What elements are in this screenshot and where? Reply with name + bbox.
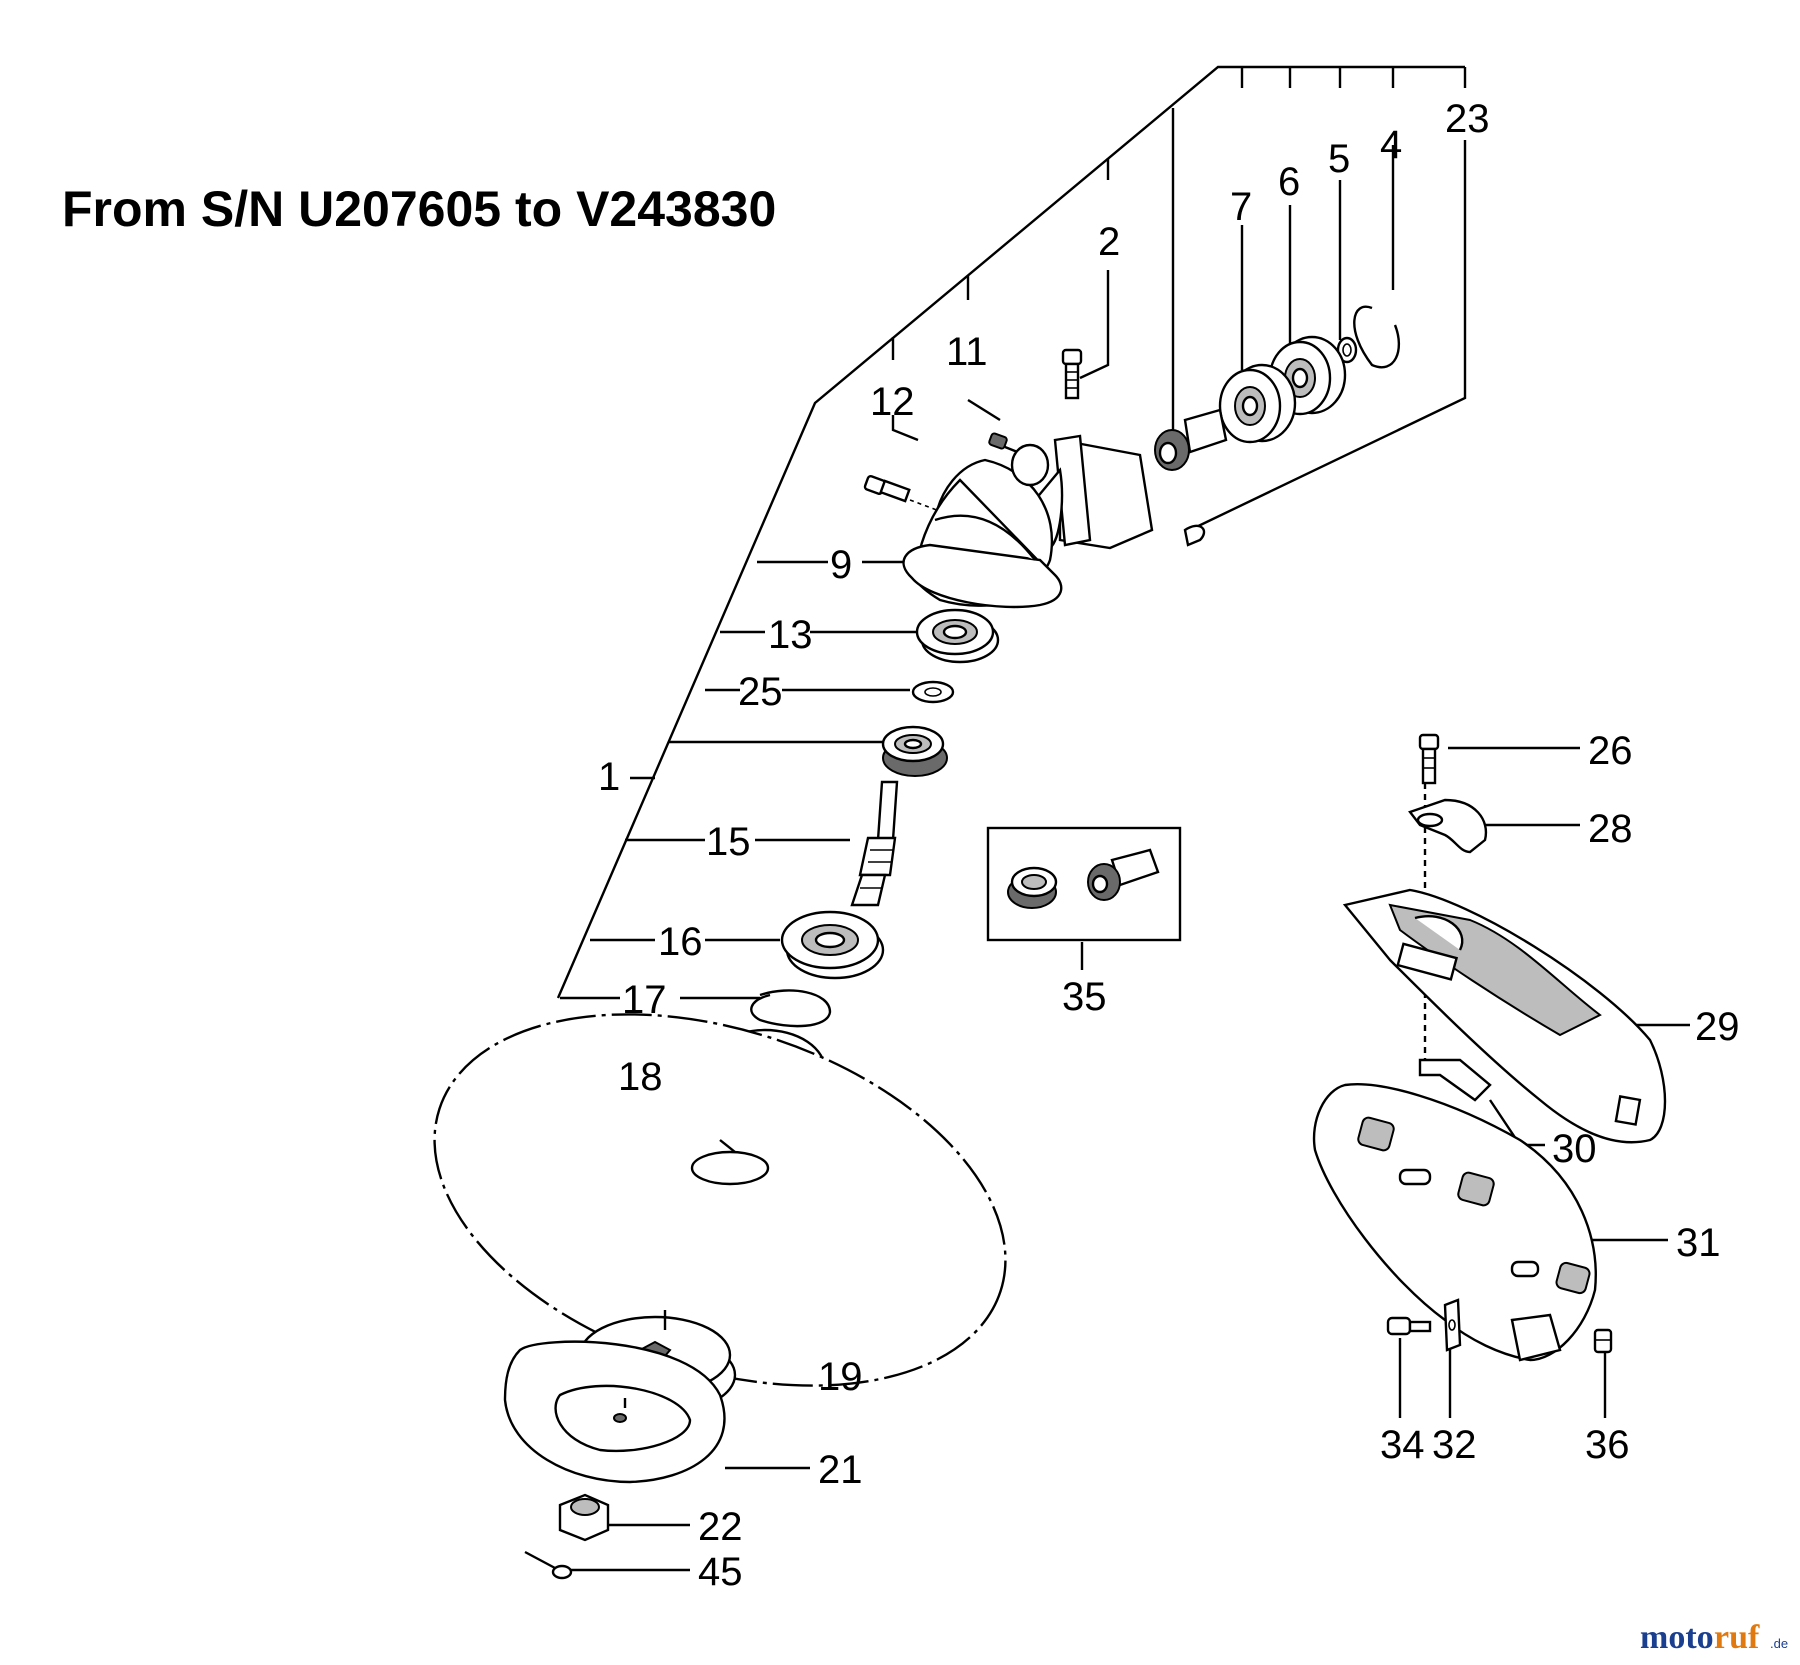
label-6: 6 — [1278, 160, 1300, 204]
label-36: 36 — [1585, 1423, 1630, 1467]
part-28-clamp — [1408, 798, 1488, 854]
leader-lines — [560, 140, 1690, 1572]
part-13-bearing — [915, 608, 1000, 664]
label-26: 26 — [1588, 729, 1633, 773]
diagram-title: From S/N U207605 to V243830 — [62, 181, 776, 237]
callout-labels: 1 2 4 5 6 7 9 11 12 13 15 16 17 18 19 21… — [598, 97, 1740, 1594]
label-31: 31 — [1676, 1221, 1721, 1265]
part-5-washer — [1336, 336, 1358, 364]
part-30-plate — [1418, 1058, 1492, 1102]
part-35-kit-box — [986, 826, 1182, 942]
cutting-blade — [433, 1013, 1007, 1387]
label-4: 4 — [1380, 123, 1402, 167]
watermark-part1: moto — [1640, 1619, 1714, 1656]
label-7: 7 — [1230, 185, 1252, 229]
part-32-washer — [1443, 1298, 1462, 1352]
label-11: 11 — [946, 330, 988, 374]
label-30: 30 — [1552, 1127, 1597, 1171]
watermark-logo: moto ruf .de — [1640, 1619, 1788, 1656]
label-2: 2 — [1098, 220, 1120, 264]
assembly-bracket — [556, 65, 1467, 999]
part-36-nut — [1593, 1328, 1613, 1354]
part-7-bearing — [1218, 363, 1297, 444]
label-35: 35 — [1062, 975, 1107, 1019]
label-34: 34 — [1380, 1423, 1425, 1467]
part-34-bolt — [1386, 1316, 1432, 1336]
label-9: 9 — [830, 543, 852, 587]
label-21: 21 — [818, 1448, 863, 1492]
part-31-guard — [1312, 1083, 1597, 1362]
part-9-gear-housing — [902, 434, 1154, 609]
label-32: 32 — [1432, 1423, 1477, 1467]
label-12: 12 — [870, 380, 915, 424]
label-13: 13 — [768, 613, 813, 657]
part-23-clip — [1183, 524, 1206, 547]
part-29-guard-bracket — [1342, 888, 1667, 1144]
label-16: 16 — [658, 920, 703, 964]
bevel-gear — [881, 725, 948, 777]
part-45-pin — [524, 1550, 573, 1580]
part-2-bolt — [1061, 348, 1083, 400]
label-15: 15 — [706, 820, 751, 864]
part-26-bolt — [1418, 733, 1440, 785]
part-16-bearing — [780, 910, 885, 980]
label-25: 25 — [738, 670, 783, 714]
label-1: 1 — [598, 755, 620, 799]
label-19: 19 — [818, 1355, 863, 1399]
label-45: 45 — [698, 1550, 743, 1594]
label-17: 17 — [622, 978, 667, 1022]
part-4-circlip — [1353, 305, 1400, 369]
part-15-shaft — [850, 780, 899, 907]
part-17-circlip — [750, 989, 832, 1028]
label-5: 5 — [1328, 137, 1350, 181]
part-25-washer — [911, 680, 955, 704]
label-22: 22 — [698, 1505, 743, 1549]
bevel-pinion-top — [1154, 408, 1228, 471]
part-22-nut — [558, 1493, 610, 1542]
label-29: 29 — [1695, 1005, 1740, 1049]
part-21-cup — [503, 1340, 726, 1484]
label-28: 28 — [1588, 807, 1633, 851]
watermark-part2: ruf — [1714, 1619, 1760, 1656]
label-18: 18 — [618, 1055, 663, 1099]
label-23: 23 — [1445, 97, 1490, 141]
watermark-suffix: .de — [1770, 1636, 1788, 1651]
